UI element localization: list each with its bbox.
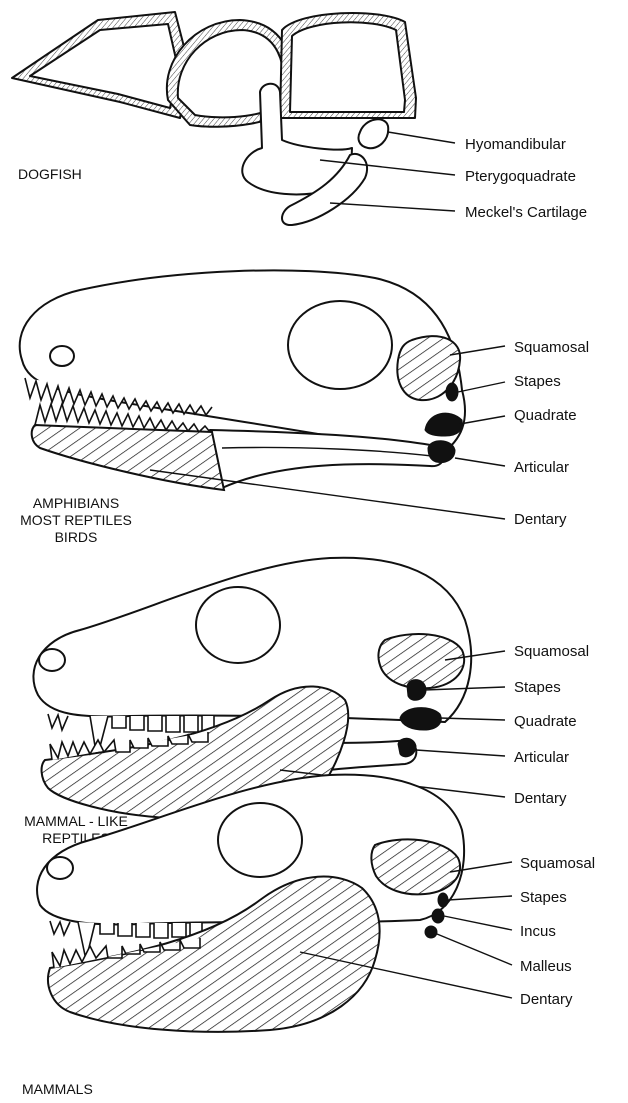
- reptile-orbit: [288, 301, 392, 389]
- label-articular: Articular: [514, 459, 569, 476]
- group-label-line-2: MOST REPTILES: [20, 512, 132, 528]
- label-stapes: Stapes: [514, 679, 561, 696]
- mammal-stapes: [438, 893, 448, 907]
- label-squamosal: Squamosal: [520, 855, 595, 872]
- label-pterygoquadrate: Pterygoquadrate: [465, 168, 576, 185]
- therapsid-quadrate: [400, 708, 441, 730]
- label-squamosal: Squamosal: [514, 643, 589, 660]
- label-hyomandibular: Hyomandibular: [465, 136, 566, 153]
- group-label-line-1: AMPHIBIANS: [33, 495, 119, 511]
- label-quadrate: Quadrate: [514, 713, 577, 730]
- group-label-mammals: MAMMALS: [22, 1081, 93, 1097]
- label-squamosal: Squamosal: [514, 339, 589, 356]
- label-meckels-cartilage: Meckel's Cartilage: [465, 204, 587, 221]
- label-malleus: Malleus: [520, 958, 572, 975]
- panel-amphibians-reptiles-birds: Squamosal Stapes Quadrate Articular Dent…: [20, 270, 589, 545]
- label-quadrate: Quadrate: [514, 407, 577, 424]
- group-label-line-1: MAMMAL - LIKE: [24, 813, 128, 829]
- label-stapes: Stapes: [514, 373, 561, 390]
- reptile-nostril: [50, 346, 74, 366]
- reptile-articular: [428, 441, 455, 463]
- group-label-dogfish: DOGFISH: [18, 166, 82, 182]
- group-label-line-3: BIRDS: [55, 529, 98, 545]
- mammal-malleus: [425, 926, 437, 938]
- mammal-nostril: [47, 857, 73, 879]
- therapsid-squamosal: [378, 634, 464, 688]
- therapsid-articular: [398, 738, 416, 757]
- panel-dogfish: Hyomandibular Pterygoquadrate Meckel's C…: [12, 12, 587, 225]
- label-dentary: Dentary: [514, 790, 567, 807]
- dogfish-chondrocranium: [12, 12, 416, 127]
- mammal-incus: [432, 909, 444, 923]
- reptile-stapes: [446, 383, 458, 401]
- mammal-squamosal: [371, 839, 460, 894]
- therapsid-stapes: [407, 680, 426, 701]
- label-dentary: Dentary: [520, 991, 573, 1008]
- dogfish-hyomandibular: [359, 119, 389, 148]
- therapsid-nostril: [39, 649, 65, 671]
- label-incus: Incus: [520, 923, 556, 940]
- therapsid-orbit: [196, 587, 280, 663]
- label-stapes: Stapes: [520, 889, 567, 906]
- label-dentary: Dentary: [514, 511, 567, 528]
- mammal-orbit: [218, 803, 302, 877]
- reptile-dentary: [32, 425, 224, 490]
- label-articular: Articular: [514, 749, 569, 766]
